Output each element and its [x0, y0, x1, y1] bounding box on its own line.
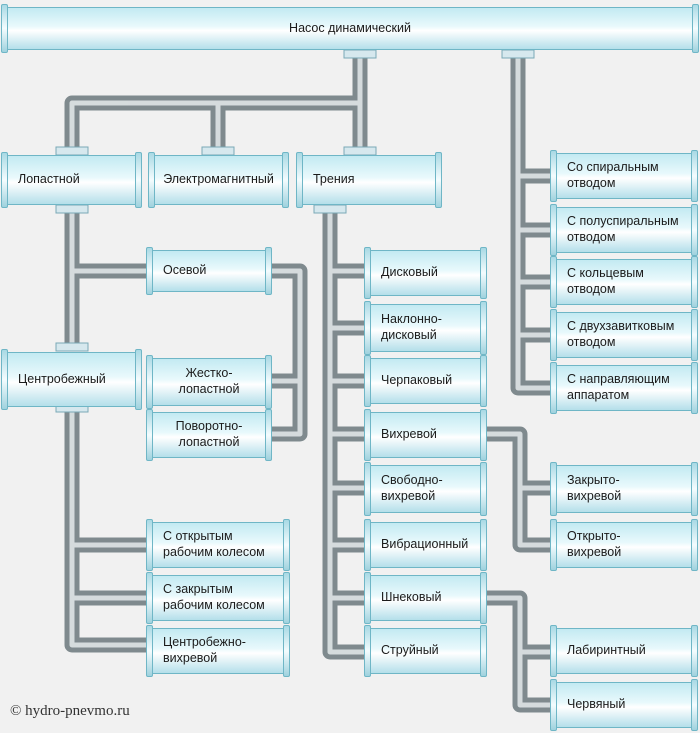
node-labyrinth-label: Лабиринтный: [567, 643, 646, 658]
node-disk: Дисковый: [364, 247, 487, 299]
node-closed-impeller: С закрытым рабочим колесом: [146, 572, 290, 624]
node-labyrinth: Лабиринтный: [550, 625, 698, 677]
root-node: Насос динамический: [1, 4, 699, 53]
node-semispiral-outlet-label: С полуспиральным отводом: [567, 214, 679, 244]
node-ring-outlet-label: С кольцевым отводом: [567, 266, 644, 296]
node-centrifugal-vortex-label: Центробежно- вихревой: [163, 635, 246, 665]
node-vortex-label: Вихревой: [381, 427, 437, 442]
node-friction: Трения: [296, 152, 442, 208]
node-scoop-label: Черпаковый: [381, 373, 453, 388]
node-rigid-blade-label: Жестко- лопастной: [178, 366, 240, 396]
node-vortex: Вихревой: [364, 409, 487, 461]
node-jet: Струйный: [364, 625, 487, 677]
node-open-vortex: Открыто- вихревой: [550, 519, 698, 571]
node-blade-label: Лопастной: [18, 172, 80, 187]
node-open-impeller-label: С открытым рабочим колесом: [163, 529, 265, 559]
node-guide-vane: С направляющим аппаратом: [550, 362, 698, 414]
node-double-volute-outlet: С двухзавитковым отводом: [550, 309, 698, 361]
node-double-volute-outlet-label: С двухзавитковым отводом: [567, 319, 675, 349]
node-spiral-outlet-label: Со спиральным отводом: [567, 160, 659, 190]
node-worm: Червяный: [550, 679, 698, 731]
node-ring-outlet: С кольцевым отводом: [550, 256, 698, 308]
node-centrifugal-label: Центробежный: [18, 371, 106, 386]
node-axial: Осевой: [146, 247, 272, 295]
node-semispiral-outlet: С полуспиральным отводом: [550, 204, 698, 256]
node-rotary-blade-label: Поворотно- лопастной: [175, 419, 243, 449]
node-screw-label: Шнековый: [381, 590, 442, 605]
node-electromagnetic: Электромагнитный: [148, 152, 289, 208]
node-worm-label: Червяный: [567, 697, 626, 712]
node-spiral-outlet: Со спиральным отводом: [550, 150, 698, 202]
node-centrifugal: Центробежный: [1, 349, 142, 410]
node-guide-vane-label: С направляющим аппаратом: [567, 372, 670, 402]
node-closed-impeller-label: С закрытым рабочим колесом: [163, 582, 265, 612]
node-blade: Лопастной: [1, 152, 142, 208]
node-open-vortex-label: Открыто- вихревой: [567, 529, 622, 559]
node-rigid-blade: Жестко- лопастной: [146, 355, 272, 409]
node-friction-label: Трения: [313, 172, 355, 187]
node-disk-label: Дисковый: [381, 265, 438, 280]
copyright-credit: © hydro-pnevmo.ru: [10, 703, 130, 719]
node-jet-label: Струйный: [381, 643, 439, 658]
node-closed-vortex: Закрыто- вихревой: [550, 462, 698, 516]
node-inclined-disk: Наклонно- дисковый: [364, 301, 487, 355]
node-inclined-disk-label: Наклонно- дисковый: [381, 312, 442, 342]
node-scoop: Черпаковый: [364, 355, 487, 407]
node-centrifugal-vortex: Центробежно- вихревой: [146, 625, 290, 677]
node-axial-label: Осевой: [163, 263, 207, 278]
node-closed-vortex-label: Закрыто- вихревой: [567, 473, 622, 503]
node-electromagnetic-label: Электромагнитный: [163, 172, 274, 187]
node-open-impeller: С открытым рабочим колесом: [146, 519, 290, 571]
node-free-vortex: Свободно- вихревой: [364, 462, 487, 516]
node-rotary-blade: Поворотно- лопастной: [146, 409, 272, 461]
node-free-vortex-label: Свободно- вихревой: [381, 473, 443, 503]
node-screw: Шнековый: [364, 572, 487, 624]
node-vibration: Вибрационный: [364, 519, 487, 571]
root-label: Насос динамический: [289, 20, 411, 35]
node-vibration-label: Вибрационный: [381, 537, 469, 552]
